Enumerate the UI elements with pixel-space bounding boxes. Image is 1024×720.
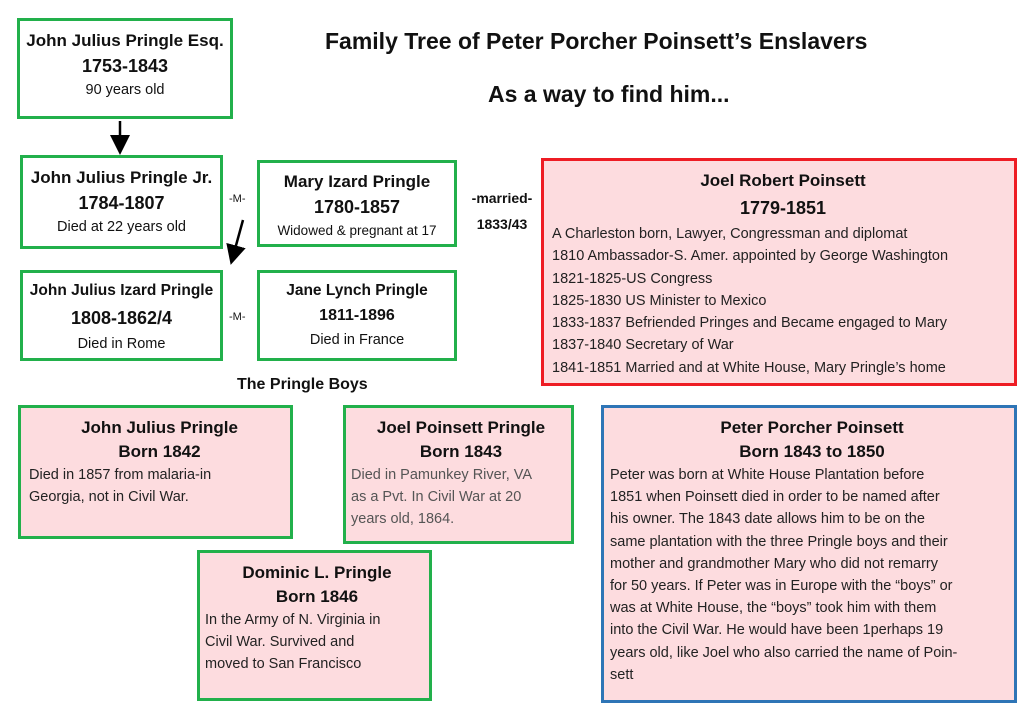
bio-line: his owner. The 1843 date allows him to b… xyxy=(610,511,925,528)
person-box-mary: Mary Izard Pringle 1780-1857 Widowed & p… xyxy=(257,160,457,247)
person-box-jr: John Julius Pringle Jr. 1784-1807 Died a… xyxy=(20,155,223,249)
person-name: Peter Porcher Poinsett xyxy=(720,418,904,437)
person-born: Born 1843 to 1850 xyxy=(739,442,885,461)
person-name: Mary Izard Pringle xyxy=(283,172,431,191)
bio-line: as a Pvt. In Civil War at 20 xyxy=(351,489,522,505)
bio-line: In the Army of N. Virginia in xyxy=(205,612,381,628)
person-box-jane: Jane Lynch Pringle 1811-1896 Died in Fra… xyxy=(257,270,457,361)
person-box-boy-joel: Joel Poinsett Pringle Born 1843 Died in … xyxy=(343,405,574,544)
married-connector: -married- 1833/43 xyxy=(463,185,541,237)
person-box-esq: John Julius Pringle Esq. 1753-1843 90 ye… xyxy=(17,18,233,119)
person-box-joel-robert-poinsett: Joel Robert Poinsett 1779-1851 A Charles… xyxy=(541,158,1017,386)
bio-line: years old, like Joel who also carried th… xyxy=(610,644,958,661)
person-years: 1780-1857 xyxy=(313,197,401,217)
person-name: Joel Robert Poinsett xyxy=(700,171,866,190)
person-note: Died in France xyxy=(309,332,405,348)
person-note: 90 years old xyxy=(85,82,165,98)
bio-line: moved to San Francisco xyxy=(205,656,362,672)
person-box-peter: Peter Porcher Poinsett Born 1843 to 1850… xyxy=(601,405,1017,703)
person-name: John Julius Pringle Jr. xyxy=(30,168,213,187)
bio-line: Peter was born at White House Plantation… xyxy=(610,467,925,483)
person-name: John Julius Izard Pringle xyxy=(29,282,214,299)
boys-heading: The Pringle Boys xyxy=(237,376,368,393)
person-born: Born 1843 xyxy=(419,442,503,461)
bio-line: 1833-1837 Befriended Pringes and Became … xyxy=(552,315,947,332)
person-born: Born 1842 xyxy=(118,442,201,461)
bio-line: sett xyxy=(610,666,634,683)
bio-line: 1825-1830 US Minister to Mexico xyxy=(552,292,767,309)
person-box-boy-john: John Julius Pringle Born 1842 Died in 18… xyxy=(18,405,293,539)
person-years: 1779-1851 xyxy=(739,198,827,218)
diagram-title: Family Tree of Peter Porcher Poinsett’s … xyxy=(325,28,868,54)
person-name: Joel Poinsett Pringle xyxy=(376,418,546,437)
bio-line: 1841-1851 Married and at White House, Ma… xyxy=(552,359,946,376)
bio-line: mother and grandmother Mary who did not … xyxy=(610,555,939,572)
bio-line: Civil War. Survived and xyxy=(205,634,355,650)
bio-line: for 50 years. If Peter was in Europe wit… xyxy=(610,578,953,595)
person-box-izard: John Julius Izard Pringle 1808-1862/4 Di… xyxy=(20,270,223,361)
person-years: 1753-1843 xyxy=(81,56,169,76)
person-note: Died at 22 years old xyxy=(57,219,186,235)
person-note: Died in Rome xyxy=(77,336,166,352)
bio-line: into the Civil War. He would have been 1… xyxy=(610,622,944,639)
person-years: 1811-1896 xyxy=(319,307,395,324)
arrow-jr-to-izard xyxy=(226,219,246,265)
person-box-boy-dominic: Dominic L. Pringle Born 1846 In the Army… xyxy=(197,550,432,701)
person-born: Born 1846 xyxy=(275,587,359,606)
person-name: Jane Lynch Pringle xyxy=(286,282,428,299)
bio-line: same plantation with the three Pringle b… xyxy=(610,533,948,550)
bio-line: A Charleston born, Lawyer, Congressman a… xyxy=(552,226,908,242)
person-years: 1808-1862/4 xyxy=(70,308,173,328)
bio-line: years old, 1864. xyxy=(351,511,455,527)
bio-line: 1837-1840 Secretary of War xyxy=(552,337,734,354)
bio-line: Georgia, not in Civil War. xyxy=(29,489,189,505)
married-label: -married- xyxy=(471,190,533,206)
marriage-label: -M- xyxy=(229,193,246,205)
bio-line: 1810 Ambassador-S. Amer. appointed by Ge… xyxy=(552,248,949,265)
marriage-label: -M- xyxy=(229,311,246,323)
bio-line: Died in Pamunkey River, VA xyxy=(351,467,533,483)
married-years: 1833/43 xyxy=(476,216,528,232)
person-note: Widowed & pregnant at 17 xyxy=(277,223,437,238)
bio-line: Died in 1857 from malaria-in xyxy=(29,467,212,483)
person-name: John Julius Pringle Esq. xyxy=(26,31,224,50)
bio-line: 1851 when Poinsett died in order to be n… xyxy=(610,489,940,506)
bio-line: 1821-1825-US Congress xyxy=(552,270,713,287)
person-name: John Julius Pringle xyxy=(81,418,238,437)
person-name: Dominic L. Pringle xyxy=(242,563,392,582)
diagram-subtitle: As a way to find him... xyxy=(488,81,730,107)
person-years: 1784-1807 xyxy=(78,193,165,213)
bio-line: was at White House, the “boys” took him … xyxy=(610,600,937,617)
